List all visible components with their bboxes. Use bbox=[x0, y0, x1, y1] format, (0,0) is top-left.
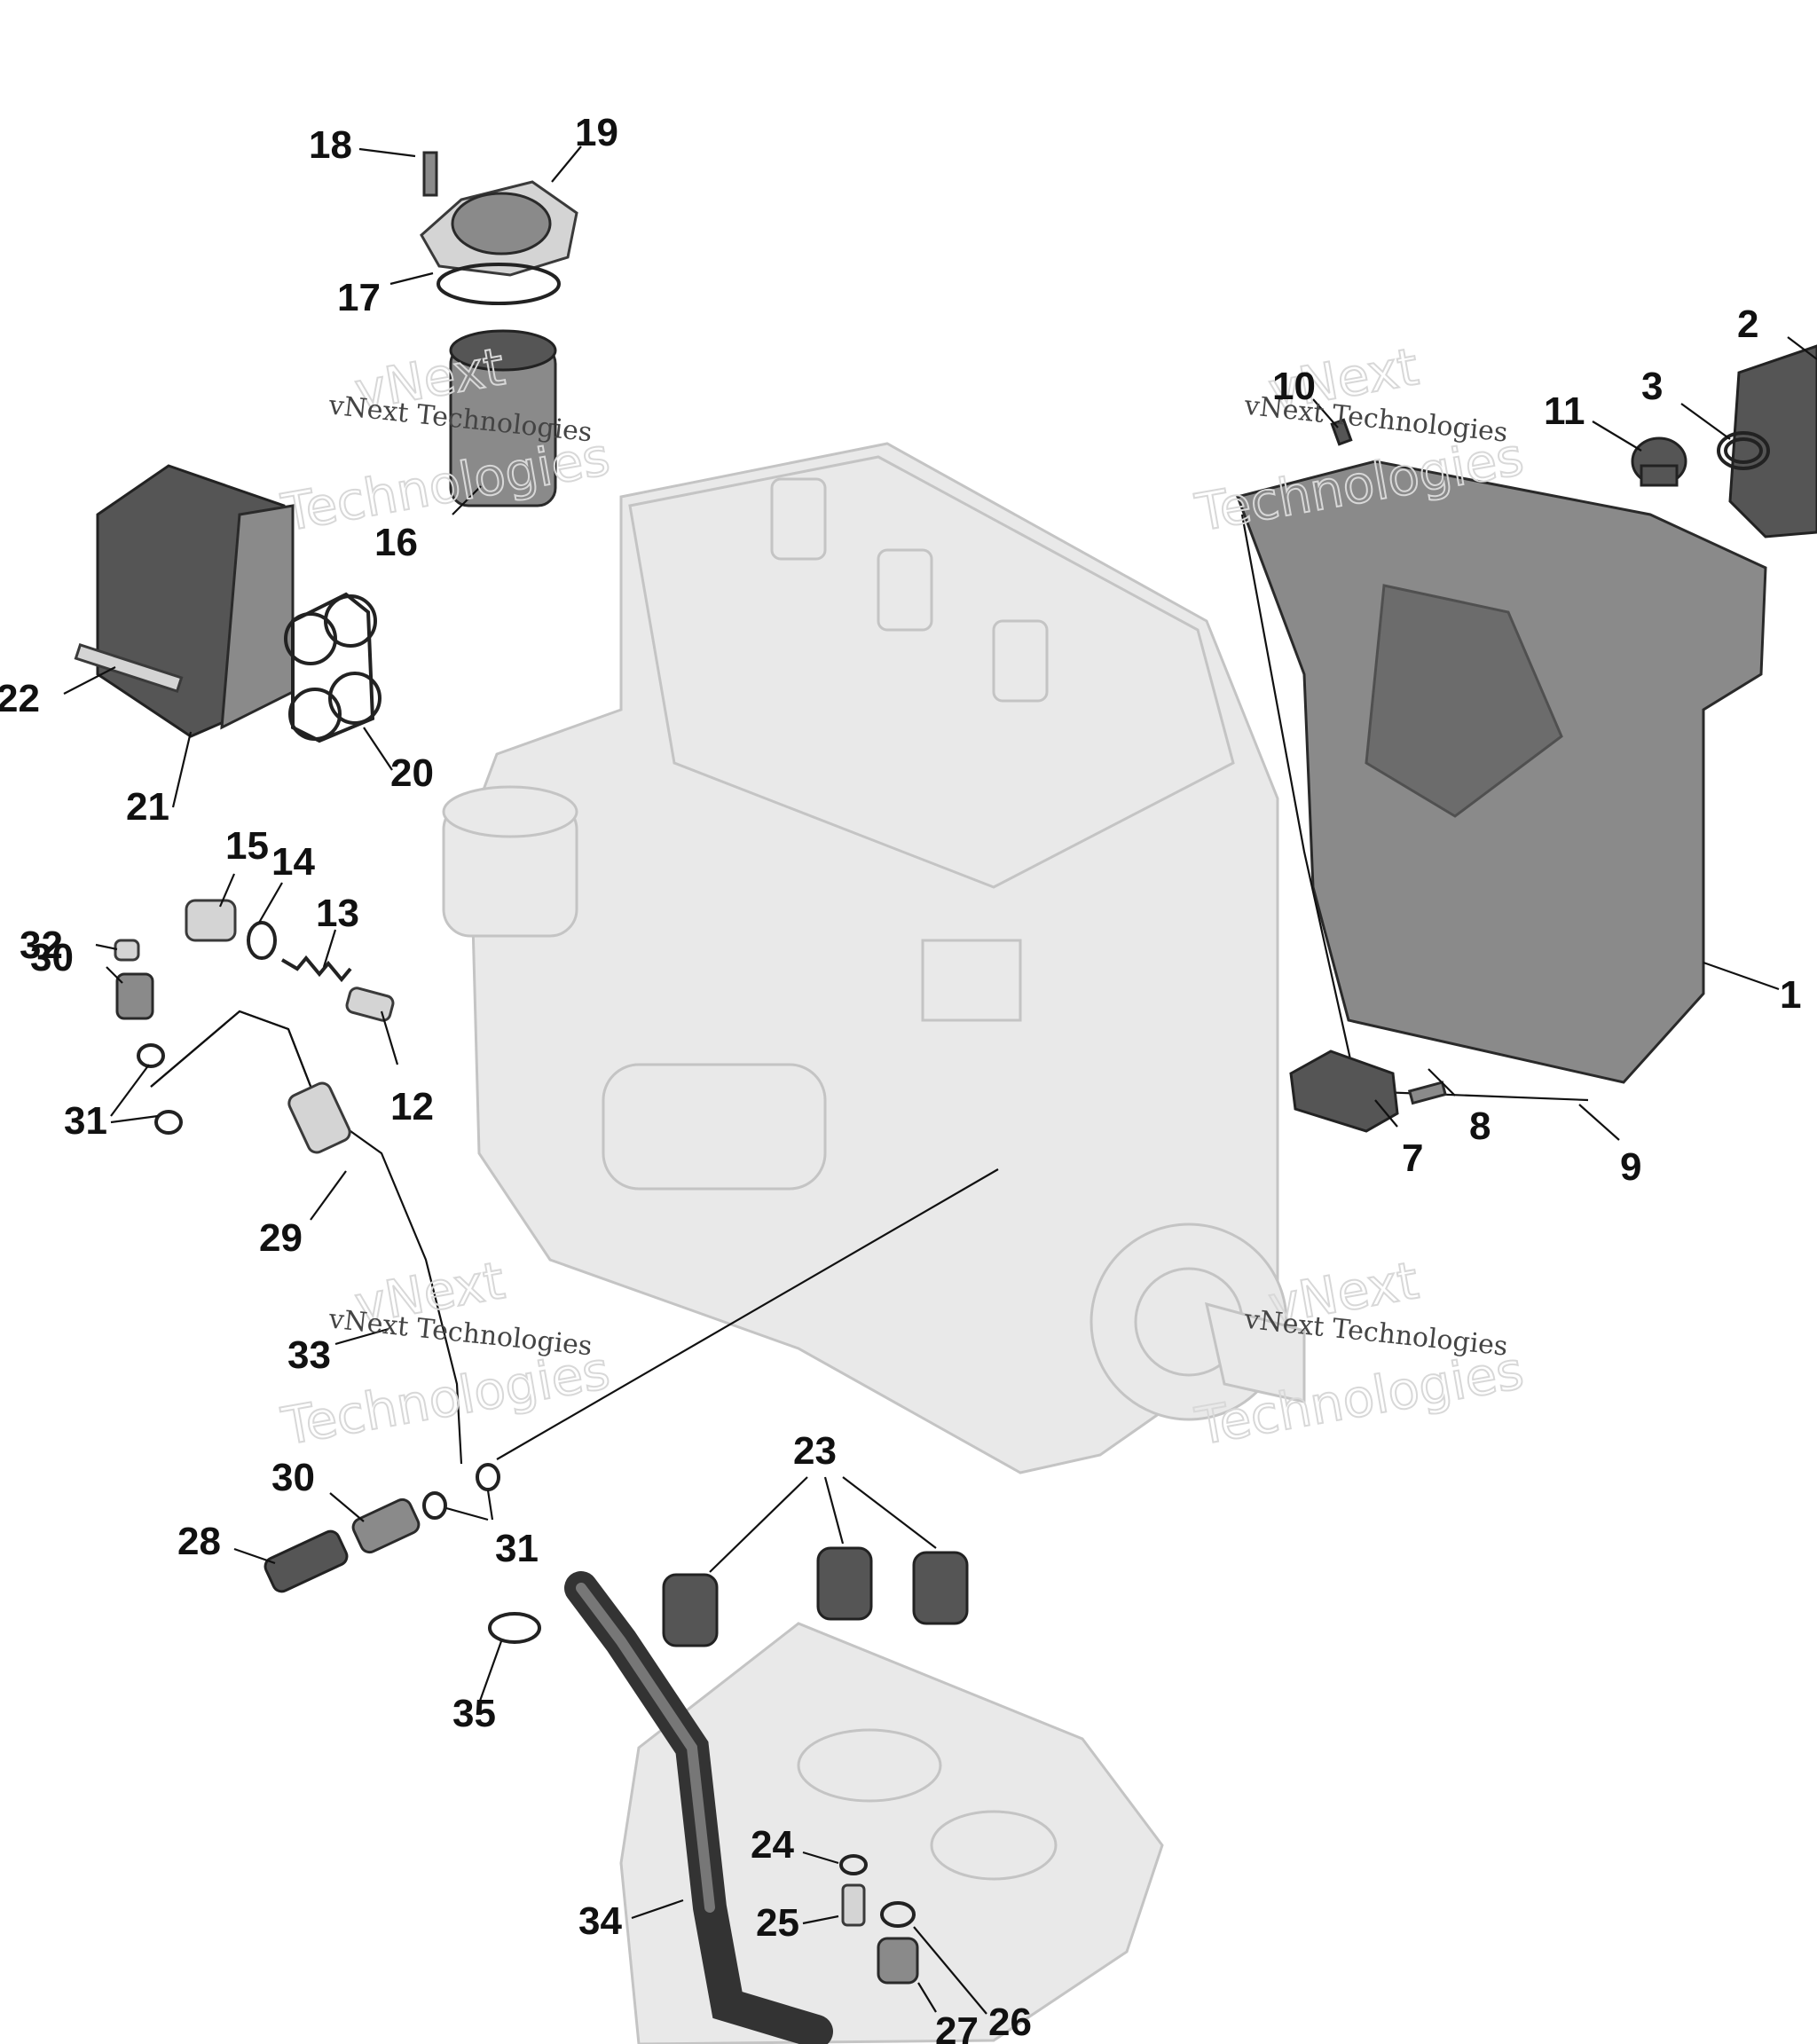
plug-part-15 bbox=[185, 899, 237, 942]
callout-25: 25 bbox=[756, 1901, 799, 1945]
callout-3: 3 bbox=[1641, 365, 1663, 408]
gasket-part-20 bbox=[284, 592, 381, 743]
fitting-part-28 bbox=[264, 1529, 349, 1593]
crankcase-cover bbox=[1236, 460, 1767, 1102]
callout-13: 13 bbox=[316, 892, 359, 935]
oil-filter-part-16 bbox=[449, 329, 557, 507]
callout-1: 1 bbox=[1780, 973, 1801, 1017]
callout-26: 26 bbox=[988, 2001, 1032, 2044]
plug-part-27 bbox=[877, 1937, 919, 1985]
callout-7: 7 bbox=[1402, 1136, 1423, 1180]
callout-17: 17 bbox=[337, 276, 381, 319]
callout-11: 11 bbox=[1544, 389, 1585, 433]
callout-labels: 1 2 3 7 8 9 10 11 12 13 14 15 16 17 18 1… bbox=[0, 111, 1801, 2044]
sensor-part-7 bbox=[1289, 1050, 1399, 1133]
banjo-bolt-part-30 bbox=[115, 972, 154, 1020]
callout-22: 22 bbox=[0, 677, 40, 720]
plug-part-11 bbox=[1631, 436, 1687, 487]
bolt-part-8 bbox=[1407, 1081, 1447, 1105]
oil-pan bbox=[619, 1622, 1164, 2044]
callout-14: 14 bbox=[271, 840, 315, 884]
callout-30-upper: 30 bbox=[30, 936, 74, 979]
callout-31-upper: 31 bbox=[64, 1099, 107, 1143]
callout-15: 15 bbox=[225, 824, 269, 868]
callout-12: 12 bbox=[390, 1085, 434, 1128]
callout-27: 27 bbox=[935, 2009, 979, 2044]
leader-lines bbox=[63, 145, 1817, 2015]
callout-16: 16 bbox=[374, 521, 418, 564]
callout-29: 29 bbox=[259, 1216, 303, 1260]
o-ring-part-26 bbox=[880, 1901, 916, 1928]
callout-24: 24 bbox=[751, 1823, 794, 1867]
bolt-part-22 bbox=[74, 642, 184, 694]
strainers-part-23 bbox=[662, 1546, 969, 1647]
drain-screw-part-25 bbox=[841, 1883, 866, 1927]
callout-19: 19 bbox=[575, 111, 618, 154]
oil-cooler-part-21 bbox=[96, 464, 295, 738]
callout-10: 10 bbox=[1272, 365, 1316, 408]
callout-35: 35 bbox=[452, 1692, 496, 1735]
callout-34: 34 bbox=[578, 1899, 622, 1943]
callout-32: 32 bbox=[20, 924, 63, 967]
o-ring-part-3 bbox=[1717, 431, 1770, 470]
washer-part-31b bbox=[154, 1110, 183, 1135]
callout-21: 21 bbox=[126, 785, 169, 829]
clamp-part-35 bbox=[488, 1612, 541, 1644]
washer-part-24 bbox=[839, 1854, 868, 1875]
spring-part-13 bbox=[280, 955, 352, 983]
plunger-part-12 bbox=[345, 987, 395, 1022]
callout-28: 28 bbox=[177, 1520, 221, 1563]
tube-part-2 bbox=[1728, 344, 1817, 539]
banjo-bolt-part-30b bbox=[351, 1498, 421, 1554]
callout-23: 23 bbox=[793, 1429, 837, 1473]
hose-part-34-highlight bbox=[576, 1583, 715, 1913]
callout-30-lower: 30 bbox=[271, 1456, 315, 1499]
o-ring-part-17 bbox=[437, 263, 561, 305]
callout-2: 2 bbox=[1737, 303, 1758, 346]
o-ring-part-3-inner bbox=[1724, 437, 1763, 464]
washer-part-31d bbox=[476, 1463, 500, 1491]
callout-9: 9 bbox=[1620, 1145, 1641, 1189]
callout-8: 8 bbox=[1469, 1105, 1491, 1148]
o-ring-part-14 bbox=[247, 921, 277, 960]
screw-part-18 bbox=[422, 151, 438, 197]
callout-18: 18 bbox=[309, 123, 352, 167]
filter-cap-part-19 bbox=[420, 180, 578, 277]
callout-33: 33 bbox=[287, 1333, 331, 1377]
callout-31-lower: 31 bbox=[495, 1527, 539, 1570]
engine-block bbox=[442, 442, 1306, 1474]
washer-part-31a bbox=[137, 1043, 165, 1068]
fitting-part-32 bbox=[114, 939, 140, 962]
oil-line-part-29 bbox=[150, 1010, 463, 1465]
washer-part-31c bbox=[422, 1491, 447, 1520]
callout-20: 20 bbox=[390, 751, 434, 795]
